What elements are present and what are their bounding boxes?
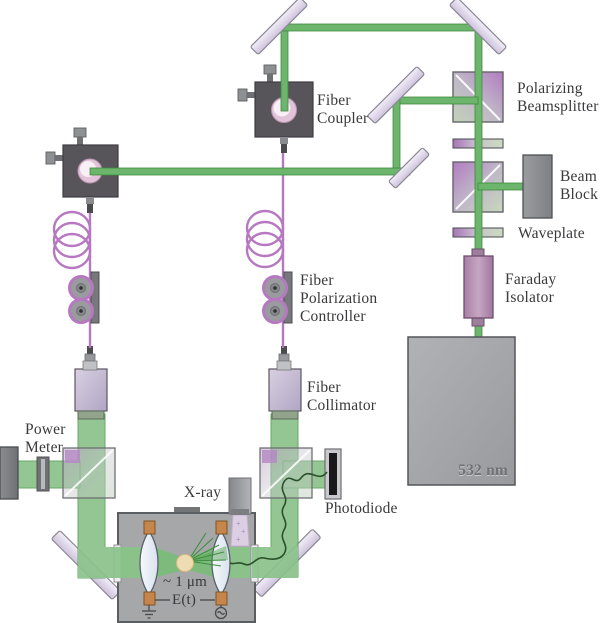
xray-beam-cone: + + + [230,514,250,547]
mirror-top-left [250,0,308,55]
label-polarizing-beamsplitter: Polarizing Beamsplitter [517,80,599,115]
fiber-ferrule-middle [276,346,292,371]
beam-to-top-coupler [280,30,289,112]
faraday-isolator [463,248,494,327]
fiber-coupler-top [237,64,314,153]
photodiode [324,448,342,500]
beamsplitter-cube-left [62,447,116,499]
electrode [143,591,156,606]
label-fiber-coupler: Fiber Coupler [317,92,369,127]
xray-plus-mark: + [236,519,241,528]
fiber-coil-left [52,232,92,270]
levitated-particle [176,554,194,572]
label-power-meter: Power Meter [25,421,66,456]
chamber-top-port [174,507,200,514]
mirror-lower-middle [388,147,430,189]
scattered-light [187,532,228,567]
ac-source-icon [214,606,228,620]
beam-block [522,154,553,219]
electrode [143,520,156,535]
beam-mid-mirror-down [392,96,401,173]
beamsplitter-cube-middle [259,447,313,499]
attenuator-filter [36,456,50,492]
xray-plus-mark: + [241,527,246,536]
fiber-connector [281,144,287,153]
label-waveplate: Waveplate [518,225,585,242]
xray-plus-mark: + [236,535,241,544]
fiber-collimator-left [74,368,108,420]
fiber-connector [87,204,93,213]
mirror-middle [367,66,425,124]
label-fiber-collimator: Fiber Collimator [307,379,377,414]
adjustment-knob-icon [237,88,248,102]
beam-middle-elbow [252,547,298,578]
label-fiber-polarization-controller: Fiber Polarization Controller [300,272,378,325]
beam-pbs-left [398,96,479,105]
fiber-ferrule-left [82,346,98,371]
label-photodiode: Photodiode [325,500,398,517]
fiber-coil-middle [245,231,285,269]
fiber-collimator-middle [268,368,302,420]
fiber-polarization-controller-middle [262,271,293,324]
label-laser-wavelength: 532 nm [458,462,508,479]
electrode [215,591,228,606]
label-particle-size: ~ 1 μm [163,574,208,590]
adjustment-knob-icon [73,127,87,138]
fiber-polarization-controller-left [68,271,100,324]
photodiode-signal-cable [229,471,328,566]
mirror-top-right [449,0,507,55]
label-xray: X-ray [184,484,222,501]
laser-532nm [407,336,516,486]
electrode [215,520,228,535]
adjustment-knob-icon [263,64,277,75]
label-electric-field: E(t) [172,592,197,608]
adjustment-knob-icon [45,151,56,165]
beam-to-left-coupler [89,167,411,176]
power-meter-head [0,446,19,500]
electrode-wiring [142,599,228,620]
label-faraday-isolator: Faraday Isolator [505,271,557,306]
xray-tube [228,477,252,515]
beam-left-elbow [78,547,122,578]
label-beam-block: Beam Block [560,168,599,203]
beam-top-horizontal [276,23,482,32]
